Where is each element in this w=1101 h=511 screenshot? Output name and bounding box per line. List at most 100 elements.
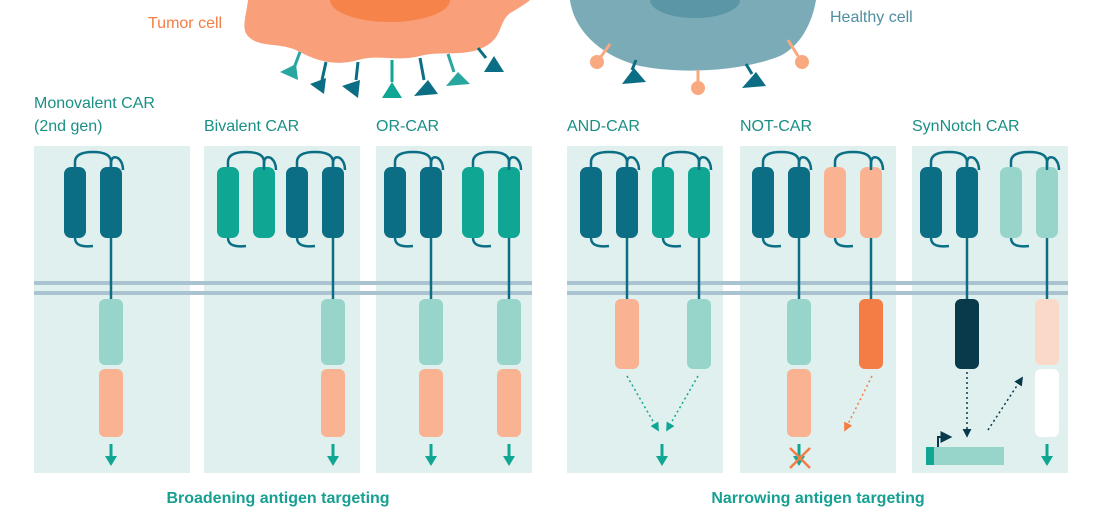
not-receptor-2 xyxy=(824,150,885,248)
membrane-left-lower xyxy=(34,291,532,295)
synnotch-induced-car-domain-vh xyxy=(1036,167,1058,238)
and-receptor-1-tip xyxy=(625,156,641,171)
or-cd3z-domain-1 xyxy=(419,369,443,437)
synnotch-induced-costim xyxy=(1035,299,1059,365)
tumor-cell: Tumor cell xyxy=(148,0,530,98)
title-synnotch: SynNotch CAR xyxy=(912,118,1020,135)
membrane-left-upper xyxy=(34,281,532,285)
not-blocked-mark xyxy=(789,447,811,469)
or-activation-arrow-2-head xyxy=(503,456,515,466)
membrane-right-upper xyxy=(567,281,1068,285)
and-cd3z-domain xyxy=(615,299,639,369)
healthy-antigens xyxy=(590,39,809,95)
not-receptor-1-domain-vh xyxy=(788,167,810,238)
synnotch-activation-arrow-head xyxy=(1041,456,1053,466)
and-receptor-2-domain-vh xyxy=(688,167,710,238)
bi-receptor-2-domain-vh xyxy=(322,167,344,238)
or-receptor-1-domain-vl xyxy=(384,167,406,238)
and-receptor-2-tip xyxy=(697,156,713,171)
bi-receptor-1-domain-vh xyxy=(253,167,275,238)
bi-costim-domain xyxy=(321,299,345,365)
or-receptor-2-tip xyxy=(507,156,523,171)
bi-receptor-2-tip xyxy=(331,156,347,171)
bi-receptor-1-domain-vl xyxy=(217,167,239,238)
or-receptor-1-domain-vh xyxy=(420,167,442,238)
bi-receptor-1-linker xyxy=(226,150,266,170)
synnotch-induced-car-domain-vl xyxy=(1000,167,1022,238)
bi-receptor-2-domain-vl xyxy=(286,167,308,238)
healthy-cell-body xyxy=(570,0,816,71)
mono-receptor-tip xyxy=(109,156,125,171)
bi-activation-arrow-head xyxy=(327,456,339,466)
mono-receptor-linker xyxy=(73,150,113,170)
panel-backgrounds xyxy=(34,146,1068,473)
synnotch-induction-arrow xyxy=(987,376,1023,431)
not-receptor-2-hinge xyxy=(833,237,854,248)
and-activation-arrow-head xyxy=(656,456,668,466)
not-inhibitory-arrow xyxy=(844,375,873,432)
mono-receptor-domain-vh xyxy=(100,167,122,238)
or-activation-arrow-2 xyxy=(503,444,515,466)
synnotch-receptor-linker xyxy=(929,150,969,170)
and-signal-arrow-right xyxy=(666,375,699,432)
title-not: NOT-CAR xyxy=(740,118,812,135)
healthy-cell-nucleus xyxy=(650,0,740,18)
bi-cd3z-domain xyxy=(321,369,345,437)
synnotch-induced-car-hinge xyxy=(1009,237,1030,248)
tumor-antigens xyxy=(280,47,504,98)
not-receptor-2-domain-vh xyxy=(860,167,882,238)
and-receptor-1-linker xyxy=(589,150,629,170)
healthy-cell: Healthy cell xyxy=(570,0,913,95)
synnotch-receptor-hinge xyxy=(929,237,950,248)
bi-activation-arrow xyxy=(327,444,339,466)
synnotch-receptor-domain-vh xyxy=(956,167,978,238)
or-receptor-1-hinge xyxy=(393,237,414,248)
mono-activation-arrow xyxy=(105,444,117,466)
title-or: OR-CAR xyxy=(376,118,439,135)
or-receptor-2-domain-vl xyxy=(462,167,484,238)
bi-receptor-2-hinge xyxy=(295,237,316,248)
and-receptor-2 xyxy=(652,150,713,248)
not-receptor-2-domain-vl xyxy=(824,167,846,238)
gene-block xyxy=(926,447,1004,465)
bi-receptor-1-tip xyxy=(262,156,278,171)
synnotch-receptor-tip xyxy=(965,156,981,171)
tumor-cell-nucleus xyxy=(330,0,450,22)
not-receptor-1 xyxy=(752,150,813,248)
membrane-right-lower xyxy=(567,291,1068,295)
gene-promoter-block xyxy=(926,447,934,465)
not-receptor-2-linker xyxy=(833,150,873,170)
and-activation-arrow xyxy=(656,444,668,466)
tumor-cell-body xyxy=(244,0,530,63)
or-receptor-1-linker xyxy=(393,150,433,170)
title-monovalent-line1: Monovalent CAR xyxy=(34,95,155,112)
mono-receptor xyxy=(64,150,125,248)
and-receptor-1 xyxy=(580,150,641,248)
not-cd3z-domain xyxy=(787,369,811,437)
and-receptor-2-hinge xyxy=(661,237,682,248)
or-costim-domain-1 xyxy=(419,299,443,365)
or-cd3z-domain-2 xyxy=(497,369,521,437)
not-receptor-1-tip xyxy=(797,156,813,171)
bi-receptor-1 xyxy=(217,150,278,248)
synnotch-receptor xyxy=(920,150,981,248)
or-costim-domain-2 xyxy=(497,299,521,365)
signal-arrows xyxy=(626,372,1023,438)
mono-receptor-hinge xyxy=(73,237,94,248)
bi-receptor-2-linker xyxy=(295,150,335,170)
and-receptor-1-domain-vh xyxy=(616,167,638,238)
mono-receptor-domain-vl xyxy=(64,167,86,238)
not-receptor-1-domain-vl xyxy=(752,167,774,238)
title-and: AND-CAR xyxy=(567,118,640,135)
or-receptor-2-domain-vh xyxy=(498,167,520,238)
or-receptor-2 xyxy=(462,150,523,248)
synnotch-induced-car xyxy=(1000,150,1061,248)
and-signal-arrow-left xyxy=(626,375,659,432)
footer-narrowing: Narrowing antigen targeting xyxy=(711,490,924,507)
or-activation-arrow-1 xyxy=(425,444,437,466)
and-receptor-1-hinge xyxy=(589,237,610,248)
not-costim-domain xyxy=(787,299,811,365)
synnotch-gene xyxy=(926,431,1004,465)
not-receptor-2-tip xyxy=(869,156,885,171)
